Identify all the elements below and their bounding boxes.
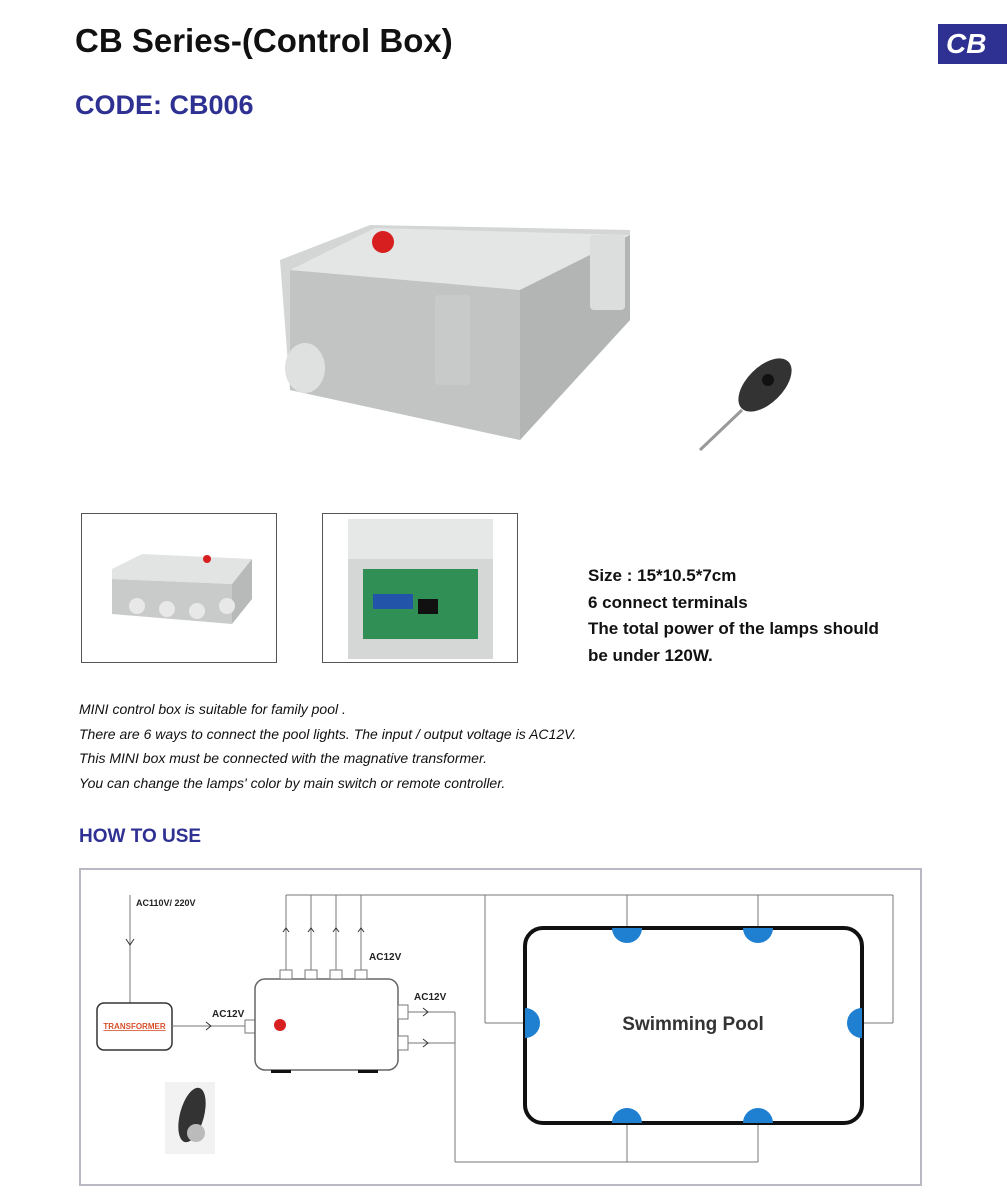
input-voltage-label: AC12V: [212, 1009, 245, 1020]
mains-label: AC110V/ 220V: [136, 898, 196, 908]
product-photo: [280, 225, 792, 452]
spec-power-line1: The total power of the lamps should: [588, 619, 879, 638]
pool-label: Swimming Pool: [622, 1014, 763, 1035]
power-switch-icon: [372, 231, 394, 253]
remote-key-icon: [698, 358, 792, 452]
control-box-diagram: [254, 978, 399, 1071]
pool-lamp-icons: [525, 928, 862, 1123]
series-badge: CB: [938, 24, 1007, 64]
switch-icon: [274, 1019, 286, 1031]
wiring-diagram-frame: [79, 868, 922, 1186]
thumbnail-open-box: [322, 513, 518, 663]
remote-control-icon: [165, 1082, 215, 1154]
side-output-label: AC12V: [414, 992, 447, 1003]
spec-power-line2: be under 120W.: [588, 645, 713, 665]
description-line: There are 6 ways to connect the pool lig…: [79, 725, 577, 742]
thumbnail-closed-box: [81, 513, 277, 663]
top-output-label: AC12V: [369, 952, 402, 963]
spec-terminals: 6 connect terminals: [588, 592, 748, 612]
description-line: You can change the lamps' color by main …: [79, 774, 506, 791]
description-line: MINI control box is suitable for family …: [79, 701, 346, 717]
how-to-use-heading: HOW TO USE: [79, 826, 202, 847]
description: MINI control box is suitable for family …: [79, 697, 576, 795]
product-code: CODE: CB006: [75, 90, 254, 120]
spec-list: Size : 15*10.5*7cm 6 connect terminals T…: [588, 563, 879, 669]
description-line: This MINI box must be connected with the…: [79, 750, 487, 766]
spec-size: Size : 15*10.5*7cm: [588, 566, 737, 585]
transformer-label: TRANSFORMER: [103, 1022, 165, 1031]
page-title: CB Series-(Control Box): [75, 22, 453, 59]
